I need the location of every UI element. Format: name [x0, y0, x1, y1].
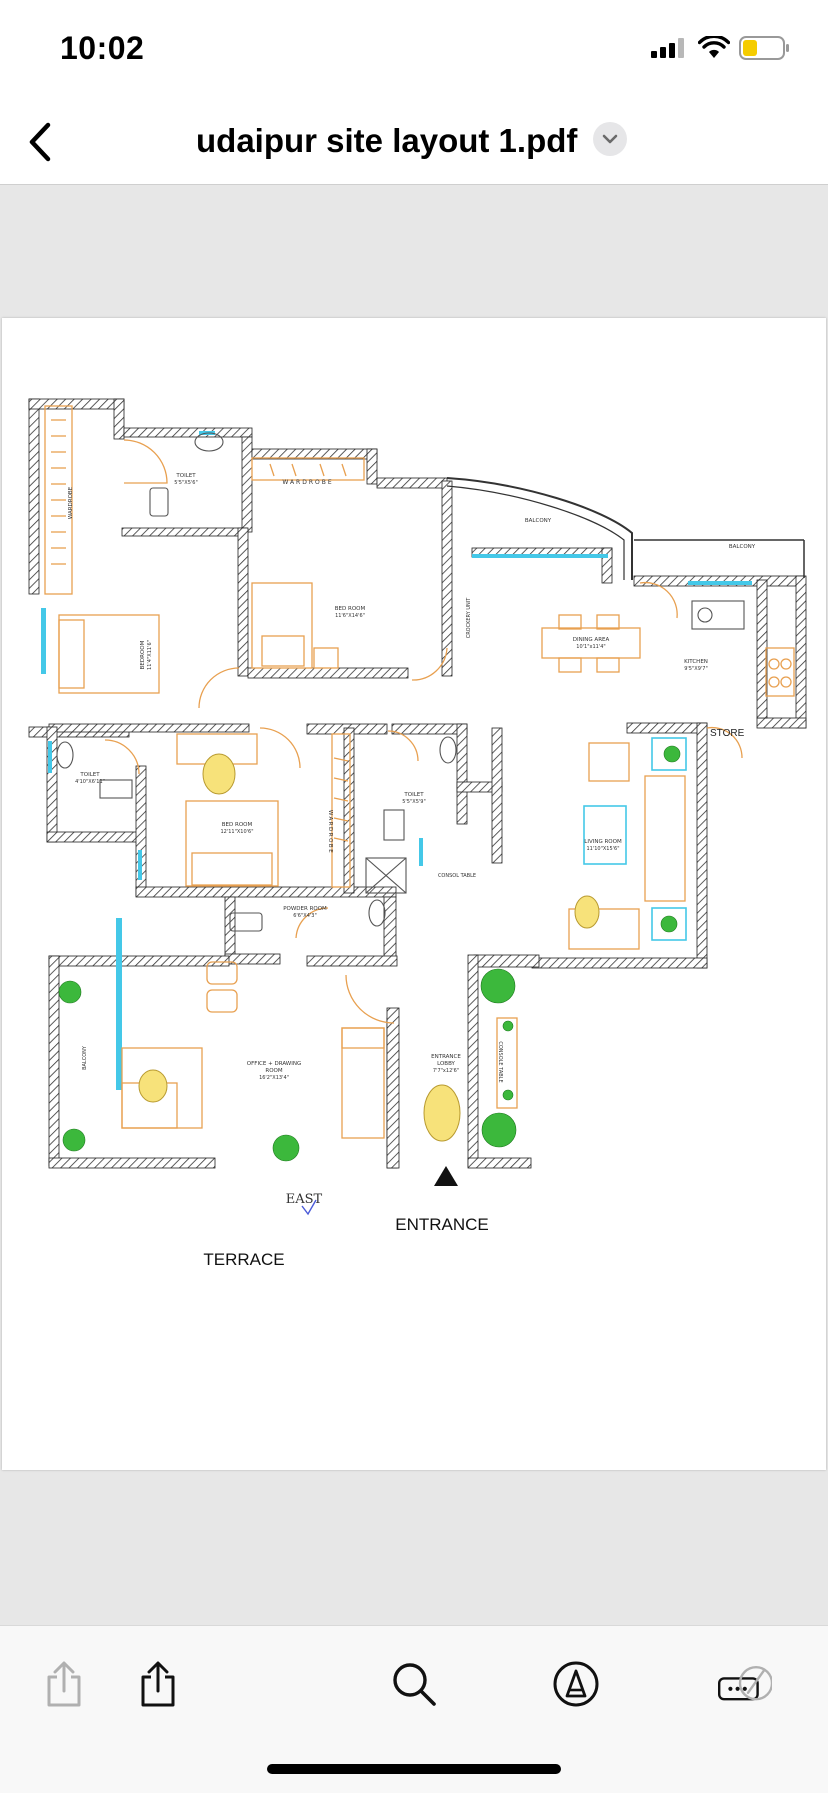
- label-lobby: ENTRANCE: [431, 1054, 461, 1060]
- label-bedroom-mid: BED ROOM: [222, 822, 253, 828]
- size-dining: 10'1"x11'4": [576, 644, 605, 650]
- back-button[interactable]: [20, 118, 60, 166]
- furniture: [44, 405, 795, 1139]
- floor-plan: TOILET 5'5"X5'6" WARDROBE BED ROOM 11'6"…: [28, 398, 807, 1269]
- pdf-page[interactable]: TOILET 5'5"X5'6" WARDROBE BED ROOM 11'6"…: [2, 318, 826, 1470]
- label-lobby-2: LOBBY: [437, 1061, 455, 1067]
- label-balcony-top: BALCONY: [525, 518, 552, 524]
- battery-icon: [739, 36, 789, 60]
- glass-tables: [583, 737, 687, 941]
- label-wardrobe-mid: WARDROBE: [327, 810, 333, 854]
- label-crockery: CROCKERY UNIT: [466, 597, 472, 639]
- markup-button[interactable]: [548, 1656, 604, 1712]
- size-living: 11'10"X15'6": [586, 846, 619, 852]
- search-button[interactable]: [386, 1656, 442, 1712]
- label-dining: DINING AREA: [573, 637, 610, 643]
- share-icon: [141, 1661, 175, 1707]
- label-toilet-mid: TOILET: [403, 792, 424, 798]
- door-swings: [104, 439, 743, 1024]
- size-toilet-left: 4'10"X6'11": [75, 779, 105, 785]
- figures: [138, 753, 600, 1142]
- label-entrance: ENTRANCE: [395, 1215, 489, 1234]
- fixtures: [56, 432, 745, 932]
- size-office: 16'2"X13'4": [259, 1075, 289, 1081]
- label-wardrobe-left: WARDROBE: [68, 486, 74, 519]
- size-toilet-top: 5'5"X5'6": [174, 480, 198, 486]
- size-powder: 6'6"X4'3": [293, 913, 317, 919]
- entrance-marker: [434, 1166, 458, 1186]
- share-disabled-button[interactable]: [36, 1656, 92, 1712]
- signature-button[interactable]: [716, 1656, 772, 1712]
- chevron-down-icon: [602, 134, 618, 144]
- label-toilet-left: TOILET: [79, 772, 100, 778]
- walls: [28, 398, 807, 1169]
- label-office-2: ROOM: [265, 1068, 282, 1074]
- label-store: STORE: [710, 728, 745, 739]
- label-office: OFFICE + DRAWING: [247, 1061, 301, 1067]
- signature-icon: [718, 1666, 772, 1701]
- size-kitchen: 9'5"X9'7": [684, 666, 708, 672]
- share-button[interactable]: [130, 1656, 186, 1712]
- label-balcony-right: BALCONY: [729, 544, 756, 550]
- wifi-icon: [698, 36, 730, 58]
- east-arrow-icon: [301, 1199, 317, 1216]
- label-console-lobby: CONSOLE TABLE: [497, 1041, 503, 1082]
- document-title[interactable]: udaipur site layout 1.pdf: [196, 122, 578, 159]
- plants: [58, 745, 681, 1162]
- size-lobby: 7'7"x12'6": [433, 1068, 459, 1074]
- curved-balcony: [446, 477, 805, 580]
- size-toilet-mid: 5'5"X5'9": [402, 799, 426, 805]
- label-powder: POWDER ROOM: [283, 906, 327, 912]
- label-bedroom-top: BED ROOM: [335, 606, 366, 612]
- size-bedroom-top: 11'6"X14'6": [335, 613, 365, 619]
- markup-icon: [553, 1661, 599, 1707]
- status-time: 10:02: [60, 30, 145, 66]
- label-east: EAST: [286, 1192, 323, 1207]
- home-indicator: [267, 1764, 561, 1774]
- navigation-bar: udaipur site layout 1.pdf: [0, 100, 828, 185]
- size-bedroom-left: 11'4"X11'6": [147, 640, 153, 670]
- label-console-mid: CONSOL TABLE: [438, 873, 476, 879]
- status-bar: 10:02: [0, 0, 828, 100]
- size-bedroom-mid: 12'11"X10'6": [220, 829, 253, 835]
- chevron-left-icon: [29, 122, 51, 162]
- label-balcony-left: BALCONY: [82, 1045, 88, 1070]
- label-toilet-top: TOILET: [175, 473, 196, 479]
- search-icon: [393, 1663, 436, 1706]
- label-bedroom-left: BEDROOM: [140, 640, 146, 669]
- pdf-viewer[interactable]: TOILET 5'5"X5'6" WARDROBE BED ROOM 11'6"…: [0, 185, 828, 1625]
- title-menu-button[interactable]: [593, 122, 627, 156]
- share-disabled-icon: [47, 1661, 81, 1707]
- label-terrace: TERRACE: [203, 1250, 284, 1269]
- label-living: LIVING ROOM: [584, 839, 622, 845]
- signal-icon: [651, 38, 684, 58]
- label-kitchen: KITCHEN: [684, 659, 708, 665]
- label-wardrobe-top: WARDROBE: [282, 479, 333, 486]
